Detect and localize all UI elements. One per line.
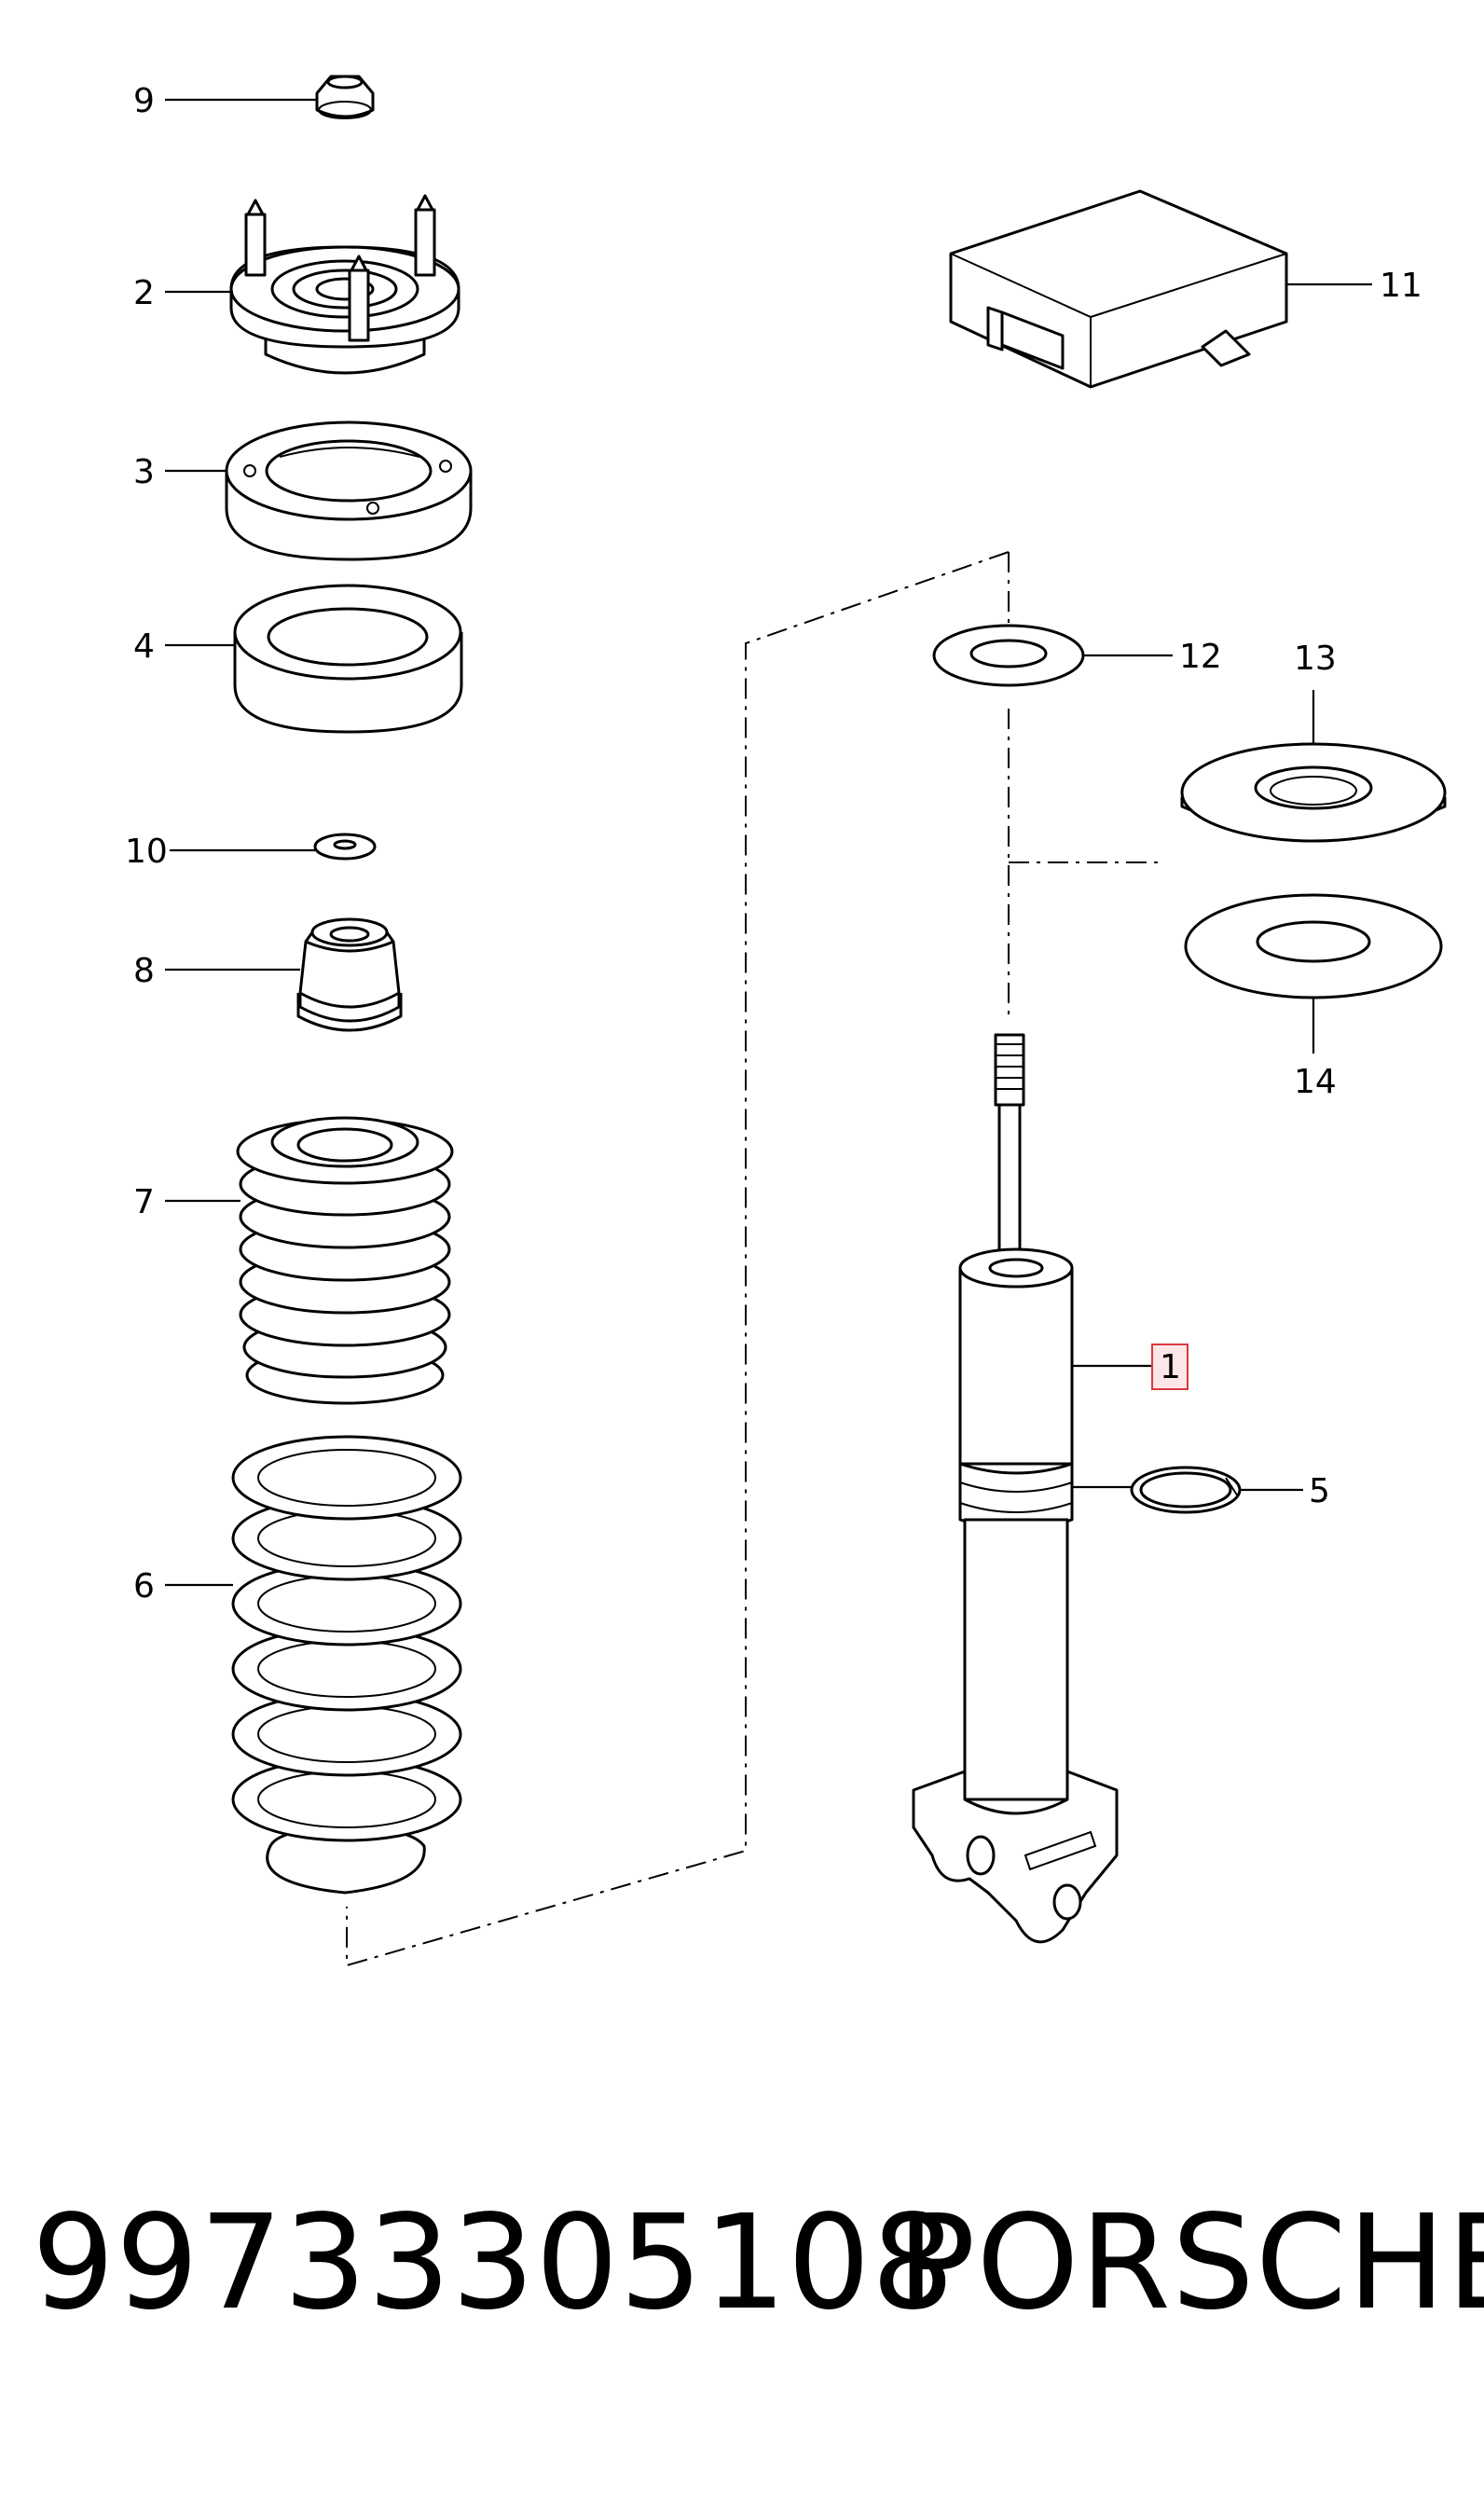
part-2-top-mount[interactable] bbox=[229, 194, 460, 375]
exploded-parts-diagram: 9 2 3 4 10 8 7 6 11 12 13 14 1 5 bbox=[125, 75, 1447, 1967]
callout-1[interactable]: 1 bbox=[1160, 1348, 1181, 1386]
callout-4[interactable]: 4 bbox=[133, 627, 155, 666]
leader-lines bbox=[165, 98, 1372, 1587]
callout-9[interactable]: 9 bbox=[133, 82, 155, 120]
part-3-spacer-ring[interactable] bbox=[225, 420, 473, 561]
part-13-dished-washer[interactable] bbox=[1180, 742, 1447, 843]
part-5-snap-ring[interactable] bbox=[1130, 1466, 1242, 1514]
part-8-bump-stop[interactable] bbox=[296, 917, 403, 1032]
callout-10[interactable]: 10 bbox=[125, 833, 168, 871]
callout-14[interactable]: 14 bbox=[1294, 1063, 1337, 1101]
callout-11[interactable]: 11 bbox=[1380, 267, 1422, 305]
callout-7[interactable]: 7 bbox=[133, 1183, 155, 1221]
assembly-guide-lines bbox=[346, 551, 1161, 1967]
part-1-shock-absorber[interactable] bbox=[912, 1033, 1119, 1944]
part-10-washer[interactable] bbox=[313, 833, 377, 861]
part-12-washer[interactable] bbox=[932, 624, 1085, 687]
callout-3[interactable]: 3 bbox=[133, 453, 155, 491]
callout-6[interactable]: 6 bbox=[133, 1567, 155, 1605]
brand-name: PORSCHE bbox=[897, 2187, 1484, 2339]
callout-5[interactable]: 5 bbox=[1309, 1472, 1330, 1510]
part-14-flat-washer[interactable] bbox=[1184, 893, 1443, 999]
callout-labels: 9 2 3 4 10 8 7 6 11 12 13 14 1 5 bbox=[125, 82, 1422, 1605]
part-number: 99733305108 bbox=[32, 2187, 955, 2339]
part-7-dust-boot[interactable] bbox=[236, 1116, 454, 1405]
part-6-coil-spring[interactable] bbox=[231, 1435, 462, 1895]
callout-1-highlight bbox=[1151, 1344, 1189, 1390]
callout-13[interactable]: 13 bbox=[1294, 640, 1337, 678]
part-11-control-unit[interactable] bbox=[949, 189, 1288, 389]
callout-8[interactable]: 8 bbox=[133, 952, 155, 990]
callout-12[interactable]: 12 bbox=[1179, 638, 1222, 676]
callout-2[interactable]: 2 bbox=[133, 274, 155, 312]
part-9-nut[interactable] bbox=[315, 75, 375, 119]
part-4-rubber-ring[interactable] bbox=[233, 584, 463, 734]
